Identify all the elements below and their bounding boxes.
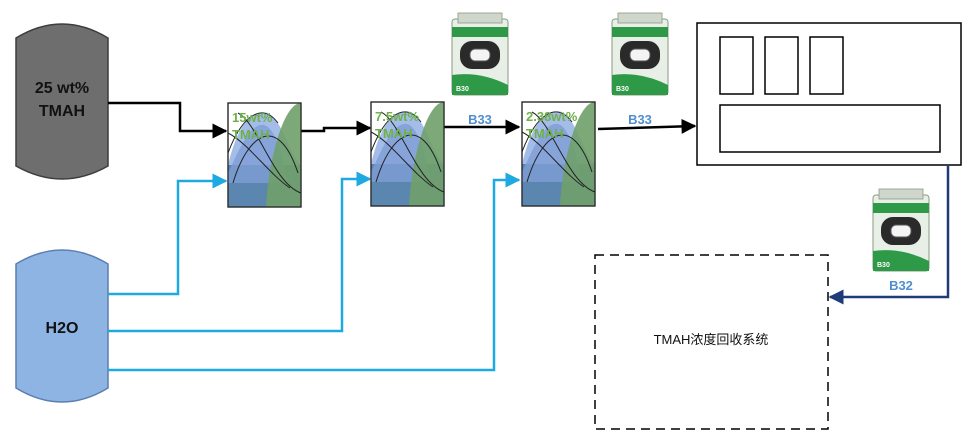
process-tool xyxy=(696,22,962,166)
mixer-3-label-line1: 2.38wt% xyxy=(526,109,578,124)
line-mixer3-to-tool xyxy=(597,118,697,134)
tool-chamber-1 xyxy=(719,36,754,95)
concentrate-lines xyxy=(108,101,697,139)
mixer-3-label-line2: TMAH xyxy=(526,126,564,141)
return-line-to-recovery xyxy=(828,166,950,305)
water-line-to-mixer2 xyxy=(108,171,372,333)
sensor-1: B30 B33 xyxy=(451,12,509,127)
sensor-2: B30 B33 xyxy=(611,12,669,127)
line-mixer1-to-mixer2 xyxy=(300,120,372,136)
line-tmah-to-mixer1 xyxy=(108,101,228,139)
mixer-2: 7.5wt% TMAH xyxy=(370,101,445,207)
water-line-to-mixer3 xyxy=(108,172,521,372)
water-tank: H2O xyxy=(15,249,109,403)
tmah-tank: 25 wt% TMAH xyxy=(15,23,109,180)
mixer-3: 2.38wt% TMAH xyxy=(521,101,596,207)
mixer-2-label-line2: TMAH xyxy=(375,126,413,141)
tmah-tank-label-line1: 25 wt% xyxy=(35,80,89,97)
sensor-1-label: B33 xyxy=(468,112,492,127)
water-line-to-mixer1 xyxy=(108,173,228,296)
tool-chamber-2 xyxy=(764,36,799,95)
tool-chamber-3 xyxy=(809,36,844,95)
process-tool-frame xyxy=(696,22,962,166)
tool-bath xyxy=(719,104,941,153)
recovery-system: TMAH浓度回收系统 xyxy=(594,254,829,430)
mixer-1-label-line2: TMAH xyxy=(232,127,270,142)
sensor-1-badge: B30 xyxy=(456,86,469,93)
recovery-system-label: TMAH浓度回收系统 xyxy=(654,332,769,347)
tmah-tank-label-line2: TMAH xyxy=(39,103,85,120)
sensor-3-badge: B30 xyxy=(877,262,890,269)
mixer-1: 15wt% TMAH xyxy=(227,102,302,208)
water-lines xyxy=(108,171,521,372)
sensor-3: B30 B32 xyxy=(872,188,930,293)
sensor-2-label: B33 xyxy=(628,112,652,127)
sensor-2-badge: B30 xyxy=(616,86,629,93)
mixer-1-label-line1: 15wt% xyxy=(232,110,273,125)
water-tank-label: H2O xyxy=(46,320,79,337)
mixer-2-label-line1: 7.5wt% xyxy=(375,109,420,124)
sensor-3-label: B32 xyxy=(889,278,913,293)
